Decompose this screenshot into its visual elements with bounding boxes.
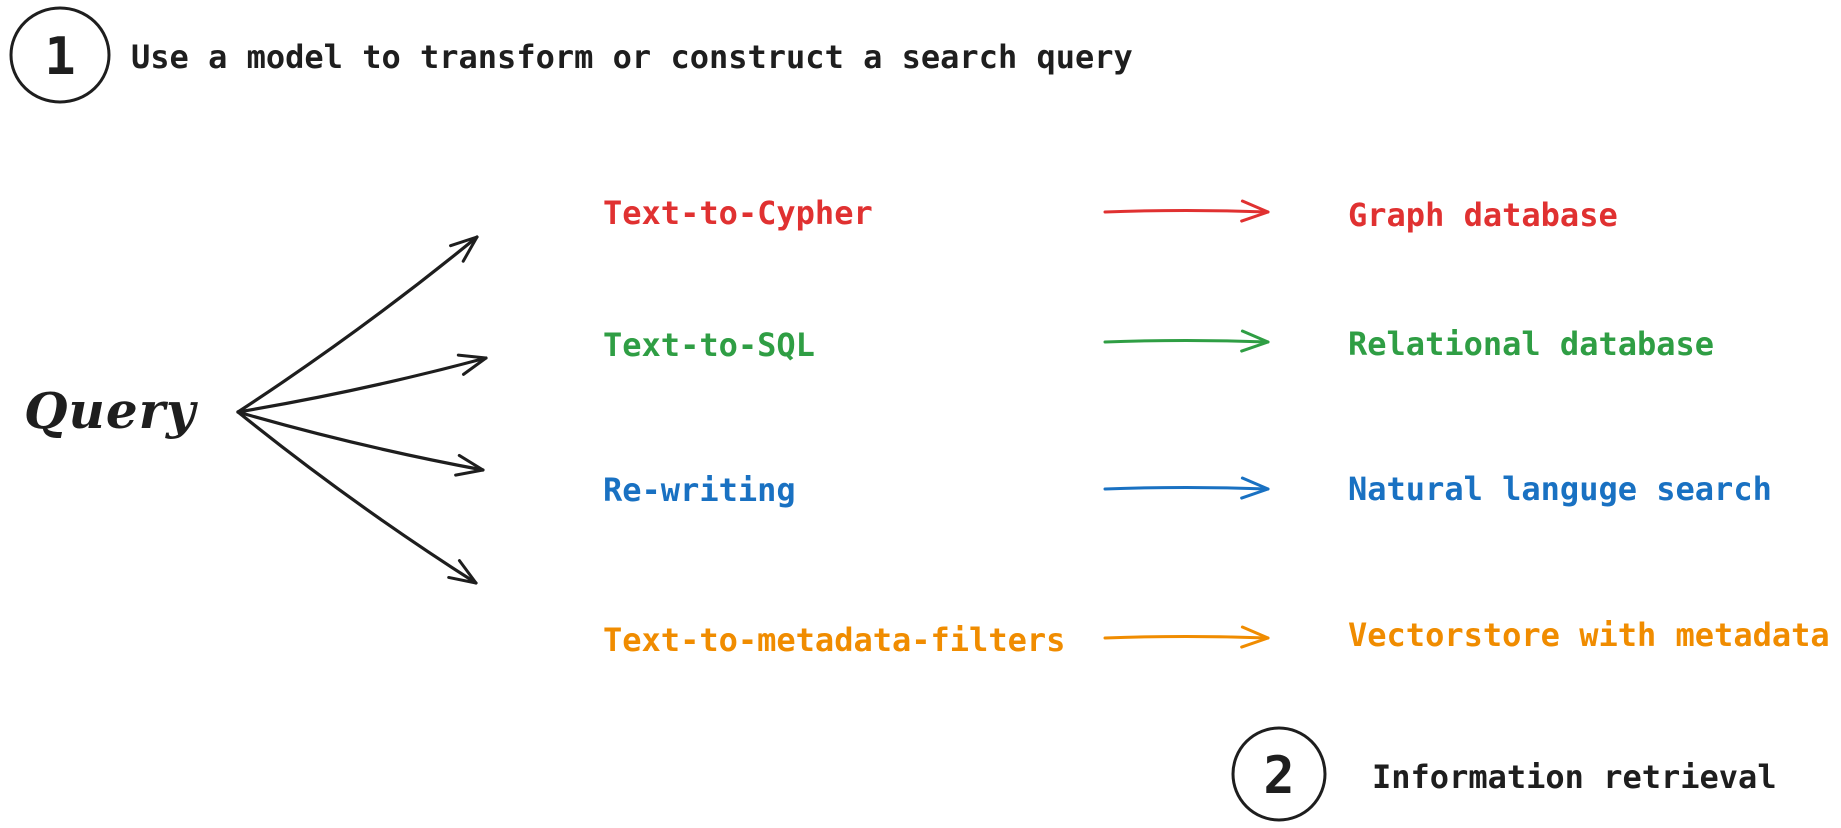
fan-arrow-1 [236, 235, 479, 414]
flow-arrow-blue [1103, 476, 1270, 500]
step-1-label: Use a model to transform or construct a … [131, 38, 1133, 76]
query-node-label: Query [24, 381, 197, 440]
method-label-text-to-sql: Text-to-SQL [603, 326, 815, 364]
method-label-text-to-metadata-filters: Text-to-metadata-filters [603, 621, 1066, 659]
fan-arrow-2 [236, 353, 488, 414]
fan-arrow-4 [236, 410, 478, 585]
flow-arrow-red [1103, 199, 1270, 223]
method-label-re-writing: Re-writing [603, 471, 796, 509]
step-2-badge-circle [1231, 726, 1327, 822]
step-2-number: 2 [1263, 746, 1295, 806]
target-label-natural-language-search: Natural languge search [1348, 470, 1772, 508]
target-label-graph-database: Graph database [1348, 196, 1618, 234]
step-2-label: Information retrieval [1372, 758, 1777, 796]
method-label-text-to-cypher: Text-to-Cypher [603, 194, 873, 232]
fan-arrow-3 [236, 410, 485, 477]
target-label-relational-database: Relational database [1348, 325, 1715, 363]
step-1-badge-circle [9, 6, 111, 104]
target-label-vectorstore-with-metadata: Vectorstore with metadata [1348, 616, 1830, 654]
flow-arrow-green [1103, 329, 1270, 353]
flow-arrow-orange [1103, 625, 1270, 649]
step-1-number: 1 [44, 27, 76, 87]
